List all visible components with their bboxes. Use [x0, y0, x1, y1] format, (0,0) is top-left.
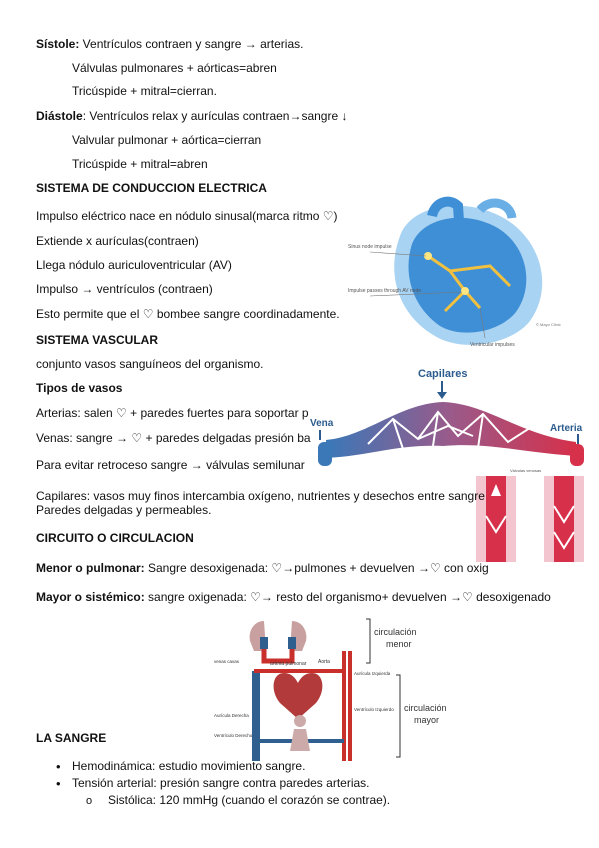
circ-menor-label-1: circulación [374, 627, 417, 637]
valvulas-label: Válvulas venosas [510, 468, 541, 473]
heart-vessel [476, 198, 517, 220]
arterias-line: Arterias: salen ♡ + paredes fuertes para… [36, 406, 309, 420]
menor-line: Menor o pulmonar: Sangre desoxigenada: ♡… [36, 561, 489, 575]
conduccion-line: Esto permite que el ♡ bombee sangre coor… [36, 307, 340, 321]
conduccion-line: Impulso eléctrico nace en nódulo sinusal… [36, 209, 338, 223]
conduccion-heading: SISTEMA DE CONDUCCION ELECTRICA [36, 181, 267, 195]
circ-mayor-label-2: mayor [414, 715, 439, 725]
circulation-figure: arteria pulmonar venas cavas Aorta Auríc… [214, 611, 476, 763]
leader-line [369, 251, 427, 257]
arrow-capilares-head [437, 392, 447, 399]
capilares-line: Capilares: vasos muy finos intercambia o… [36, 489, 485, 503]
pulmonary-loop [261, 649, 295, 664]
leader-line [479, 307, 486, 339]
vein-left-lumen [486, 476, 506, 562]
conduccion-line: Extiende x aurículas(contraen) [36, 234, 199, 248]
tipos-heading: Tipos de vasos [36, 381, 123, 395]
menor-text: Sangre desoxigenada: ♡→pulmones + devuel… [144, 561, 489, 575]
sistole-valvulas: Válvulas pulmonares + aórticas=abren [72, 61, 277, 75]
capilares-line-2: Paredes delgadas y permeables. [36, 503, 212, 517]
heart-conduction-figure: Sinus node impulse Impulse passes throug… [348, 196, 561, 348]
av-label: Impulse passes through AV node [348, 288, 421, 294]
diastole-valvular: Valvular pulmonar + aórtica=cierran [72, 133, 262, 147]
sistole-label: Sístole: [36, 37, 80, 51]
venas-line: Venas: sangre → ♡ + paredes delgadas pre… [36, 431, 311, 445]
capillaries-figure: Capilares Vena Arteria [310, 368, 584, 466]
ventricular-label: Ventricular impulses [470, 342, 515, 348]
av-node [461, 287, 469, 295]
vena-cava-left [252, 671, 260, 761]
sistolica-subitem: o Sistólica: 120 mmHg (cuando el corazón … [86, 793, 390, 808]
aorta-label: Aorta [318, 659, 330, 665]
diastole-tricuspide: Tricúspide + mitral=abren [72, 157, 208, 171]
heart-vessel [427, 196, 465, 237]
circuito-heading: CIRCUITO O CIRCULACION [36, 531, 194, 545]
heart-center [273, 673, 323, 719]
venas-cavas-label: venas cavas [214, 659, 240, 664]
list-item: Hemodinámica: estudio movimiento sangre. [50, 758, 370, 775]
valve-right [553, 505, 575, 550]
capillary-band [326, 402, 576, 458]
heart-inner [408, 217, 527, 333]
mayo-credit: © Mayo Clinic [536, 322, 561, 327]
sinus-node [424, 252, 432, 260]
arteria-pulmonar-label: arteria pulmonar [270, 661, 307, 667]
valve-left [485, 515, 507, 534]
sinus-label: Sinus node impulse [348, 244, 392, 250]
body-head [294, 715, 306, 727]
sistolica-text: Sistólica: 120 mmHg (cuando el corazón s… [108, 793, 391, 807]
diastole-line: Diástole: Ventrículos relax y aurículas … [36, 109, 347, 123]
diastole-text: : Ventrículos relax y aurículas contraen… [82, 109, 348, 123]
mayor-text: sangre oxigenada: ♡→ resto del organismo… [144, 590, 551, 604]
sangre-heading: LA SANGRE [36, 731, 107, 745]
menor-label: Menor o pulmonar: [36, 561, 145, 575]
auricula-der-label: Aurícula Derecha [214, 713, 249, 718]
auricula-izq-label: Aurícula Izquierda [354, 671, 391, 676]
flow-arrow-left [491, 484, 501, 496]
body-torso [290, 729, 310, 751]
leader-line [369, 291, 463, 297]
mayor-label: Mayor o sistémico: [36, 590, 145, 604]
sistole-line: Sístole: Ventrículos contraen y sangre →… [36, 37, 303, 51]
conduccion-line: Impulso → ventrículos (contraen) [36, 282, 213, 296]
sangre-bullets: Hemodinámica: estudio movimiento sangre.… [50, 758, 370, 792]
circ-menor-label-2: menor [386, 639, 412, 649]
arteria-label: Arteria [550, 423, 583, 434]
vena-label: Vena [310, 418, 334, 429]
vein-valves-figure: Válvulas venosas [476, 468, 584, 562]
diastole-label: Diástole [36, 109, 83, 123]
capillary-mesh [367, 410, 534, 450]
conduction-path [427, 254, 512, 313]
mayor-line: Mayor o sistémico: sangre oxigenada: ♡→ … [36, 590, 551, 604]
evitar-line: Para evitar retroceso sangre → válvulas … [36, 458, 305, 472]
ventriculo-der-label: Ventrículo Derecho [214, 733, 253, 738]
capilares-label: Capilares [418, 368, 468, 380]
ventriculo-izq-label: Ventrículo Izquierdo [354, 707, 394, 712]
bracket-menor [366, 618, 371, 664]
conduccion-line: Llega nódulo auriculoventricular (AV) [36, 258, 232, 272]
arteria-end [570, 444, 584, 466]
vascular-intro: conjunto vasos sanguíneos del organismo. [36, 357, 264, 371]
sistole-tricuspide: Tricúspide + mitral=cierran. [72, 84, 217, 98]
circ-mayor-label-1: circulación [404, 703, 447, 713]
vascular-heading: SISTEMA VASCULAR [36, 333, 159, 347]
vena-end [318, 442, 332, 466]
list-item: Tensión arterial: presión sangre contra … [50, 775, 370, 792]
bracket-mayor [396, 674, 401, 758]
sub-marker: o [86, 795, 93, 807]
sistole-text: Ventrículos contraen y sangre → arterias… [79, 37, 304, 51]
